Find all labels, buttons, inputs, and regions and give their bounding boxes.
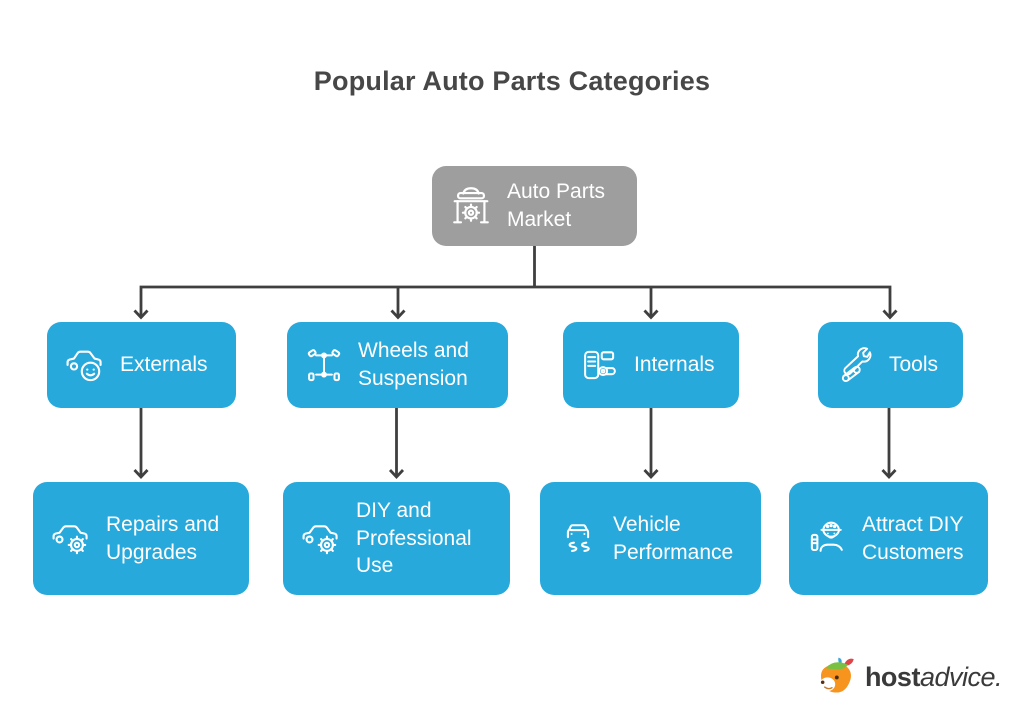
node-label: DIY and Professional Use xyxy=(356,498,472,578)
node-label: Vehicle Performance xyxy=(613,512,734,564)
page-title: Popular Auto Parts Categories xyxy=(313,66,711,96)
car-on-lift-icon xyxy=(448,183,494,229)
node-label: Attract DIY Customers xyxy=(862,512,964,564)
car-smiley-icon xyxy=(63,343,107,387)
node-diy-and-professional-use: DIY and Professional Use xyxy=(283,482,510,595)
node-label: Wheels and Suspension xyxy=(358,339,469,390)
node-wheels-and-suspension: Wheels and Suspension xyxy=(287,322,508,408)
fox-mascot-icon xyxy=(815,655,857,699)
brand-advice: advice. xyxy=(919,661,1003,692)
node-attract-diy-customers: Attract DIY Customers xyxy=(789,482,988,595)
car-gear-icon xyxy=(49,517,93,561)
chassis-wheels-icon xyxy=(303,344,345,386)
node-label: Externals xyxy=(120,353,208,377)
node-label: Repairs and Upgrades xyxy=(106,512,220,564)
car-skid-marks-icon xyxy=(556,517,600,561)
engine-parts-icon xyxy=(579,344,621,386)
node-internals: Internals xyxy=(563,322,739,408)
node-tools: Tools xyxy=(818,322,963,408)
node-label: Internals xyxy=(634,353,715,377)
car-gear-icon xyxy=(299,517,343,561)
node-externals: Externals xyxy=(47,322,236,408)
wrench-tools-icon xyxy=(834,344,876,386)
brand-wordmark: host advice. xyxy=(864,661,1003,693)
footer-brand: host advice. xyxy=(815,655,1003,699)
node-label: Auto Parts Market xyxy=(507,180,606,231)
node-auto-parts-market: Auto Parts Market xyxy=(432,166,637,246)
brand-host: host xyxy=(864,661,921,692)
node-label: Tools xyxy=(889,353,939,377)
node-vehicle-performance: Vehicle Performance xyxy=(540,482,761,595)
mechanic-customer-icon xyxy=(805,517,849,561)
node-repairs-and-upgrades: Repairs and Upgrades xyxy=(33,482,249,595)
